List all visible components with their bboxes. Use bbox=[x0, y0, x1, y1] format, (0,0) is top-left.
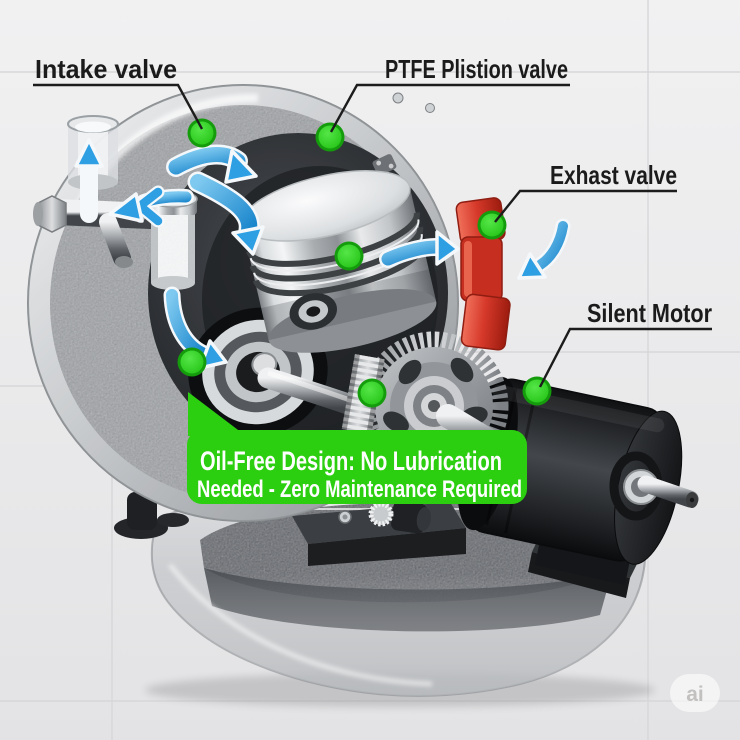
airflow-arrows bbox=[74, 138, 571, 370]
label-intake-valve: Intake valve bbox=[35, 54, 177, 84]
callout-markers bbox=[177, 118, 552, 408]
housing-clip bbox=[372, 154, 397, 176]
label-exhaust-valve: Exhast valve bbox=[550, 160, 677, 190]
housing-feet bbox=[114, 492, 189, 539]
marker-motor bbox=[522, 376, 552, 406]
label-silent-motor: Silent Motor bbox=[587, 298, 712, 328]
marker-intake-port bbox=[187, 118, 217, 148]
marker-drive-gear bbox=[357, 378, 387, 408]
watermark-badge: ai bbox=[670, 674, 720, 712]
intake-up-arrow-icon bbox=[74, 138, 104, 223]
watermark-text: ai bbox=[686, 683, 704, 706]
piston-sweep-arrow-icon bbox=[187, 171, 265, 256]
housing-screw-icon bbox=[392, 92, 404, 104]
leader-lines bbox=[33, 83, 712, 388]
intake-filter bbox=[148, 190, 198, 302]
small-gear-icon bbox=[370, 503, 392, 525]
marker-piston-side bbox=[334, 241, 364, 271]
marker-cylinder-top bbox=[315, 122, 345, 152]
cylinder-top-arrow-icon bbox=[166, 144, 258, 184]
banner-line-1: Oil-Free Design: No Lubrication bbox=[200, 446, 502, 476]
housing-screw-icon bbox=[425, 103, 435, 113]
exhaust-return-arrow-icon bbox=[517, 218, 571, 280]
label-ptfe-piston-valve: PTFE Plistion valve bbox=[385, 54, 568, 84]
mounting-bracket-left bbox=[292, 500, 466, 566]
motor-foot bbox=[535, 540, 630, 585]
recirculation-double-arrow-icon bbox=[108, 185, 194, 228]
idler-pulley bbox=[390, 500, 431, 534]
banner-line-2: Needed - Zero Maintenance Required bbox=[197, 476, 522, 503]
exhaust-out-arrow-icon bbox=[379, 230, 460, 268]
marker-crankshaft bbox=[177, 347, 207, 377]
wrist-pin bbox=[289, 293, 338, 330]
motor-shaft bbox=[637, 475, 699, 508]
feature-banner: Oil-Free Design: No Lubrication Needed -… bbox=[187, 392, 527, 504]
